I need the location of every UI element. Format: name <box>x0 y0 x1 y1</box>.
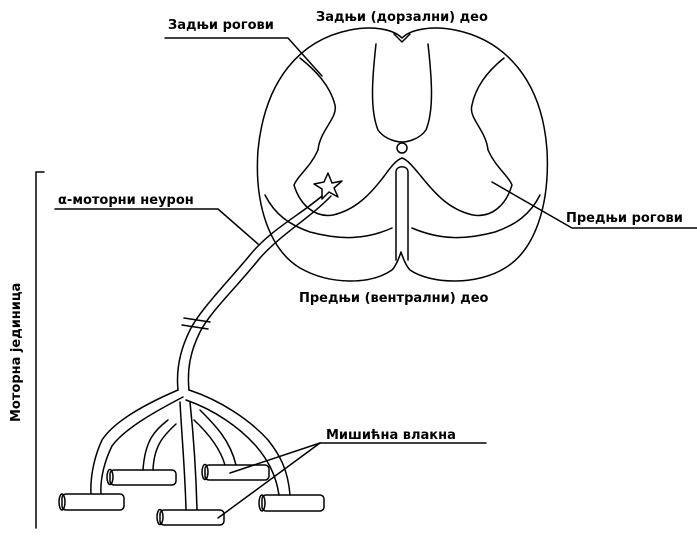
grey-matter <box>373 44 432 142</box>
central-canal <box>397 143 407 153</box>
label-ventral-horn: Предњи рогови <box>566 212 683 225</box>
motor-unit-bracket <box>36 172 44 528</box>
muscle-fiber-4 <box>202 465 269 481</box>
leader-muscle-fibers-b <box>230 443 320 473</box>
branch-mid-right <box>200 410 236 465</box>
ventral-right-inner <box>412 195 540 238</box>
label-muscle-fibers: Мишићна влакна <box>326 429 456 442</box>
branch-center <box>180 402 186 510</box>
label-dorsal-side: Задњи (дорзални) део <box>316 11 488 24</box>
branch-center-inner <box>190 402 197 510</box>
muscle-fiber-1 <box>59 494 124 510</box>
ventral-left-inner <box>265 195 392 238</box>
muscle-fiber-5 <box>259 495 324 511</box>
branch-mid-left <box>143 420 168 470</box>
muscle-fiber-3 <box>157 510 224 526</box>
label-motor-unit: Моторна јединица <box>10 283 23 422</box>
label-dorsal-horn: Задњи рогови <box>168 19 274 32</box>
motor-neuron-soma <box>314 173 342 199</box>
muscle-fiber-2 <box>107 470 176 486</box>
spinal-cord-outline <box>257 28 547 281</box>
branch-mid-right-inner <box>194 420 225 465</box>
label-ventral-side: Предњи (вентрални) део <box>299 292 488 305</box>
branch-far-left <box>91 390 178 494</box>
label-motor-neuron: α-моторни неурон <box>58 194 194 207</box>
leader-motor-neuron <box>55 209 258 244</box>
ventral-median-fissure <box>396 167 408 260</box>
